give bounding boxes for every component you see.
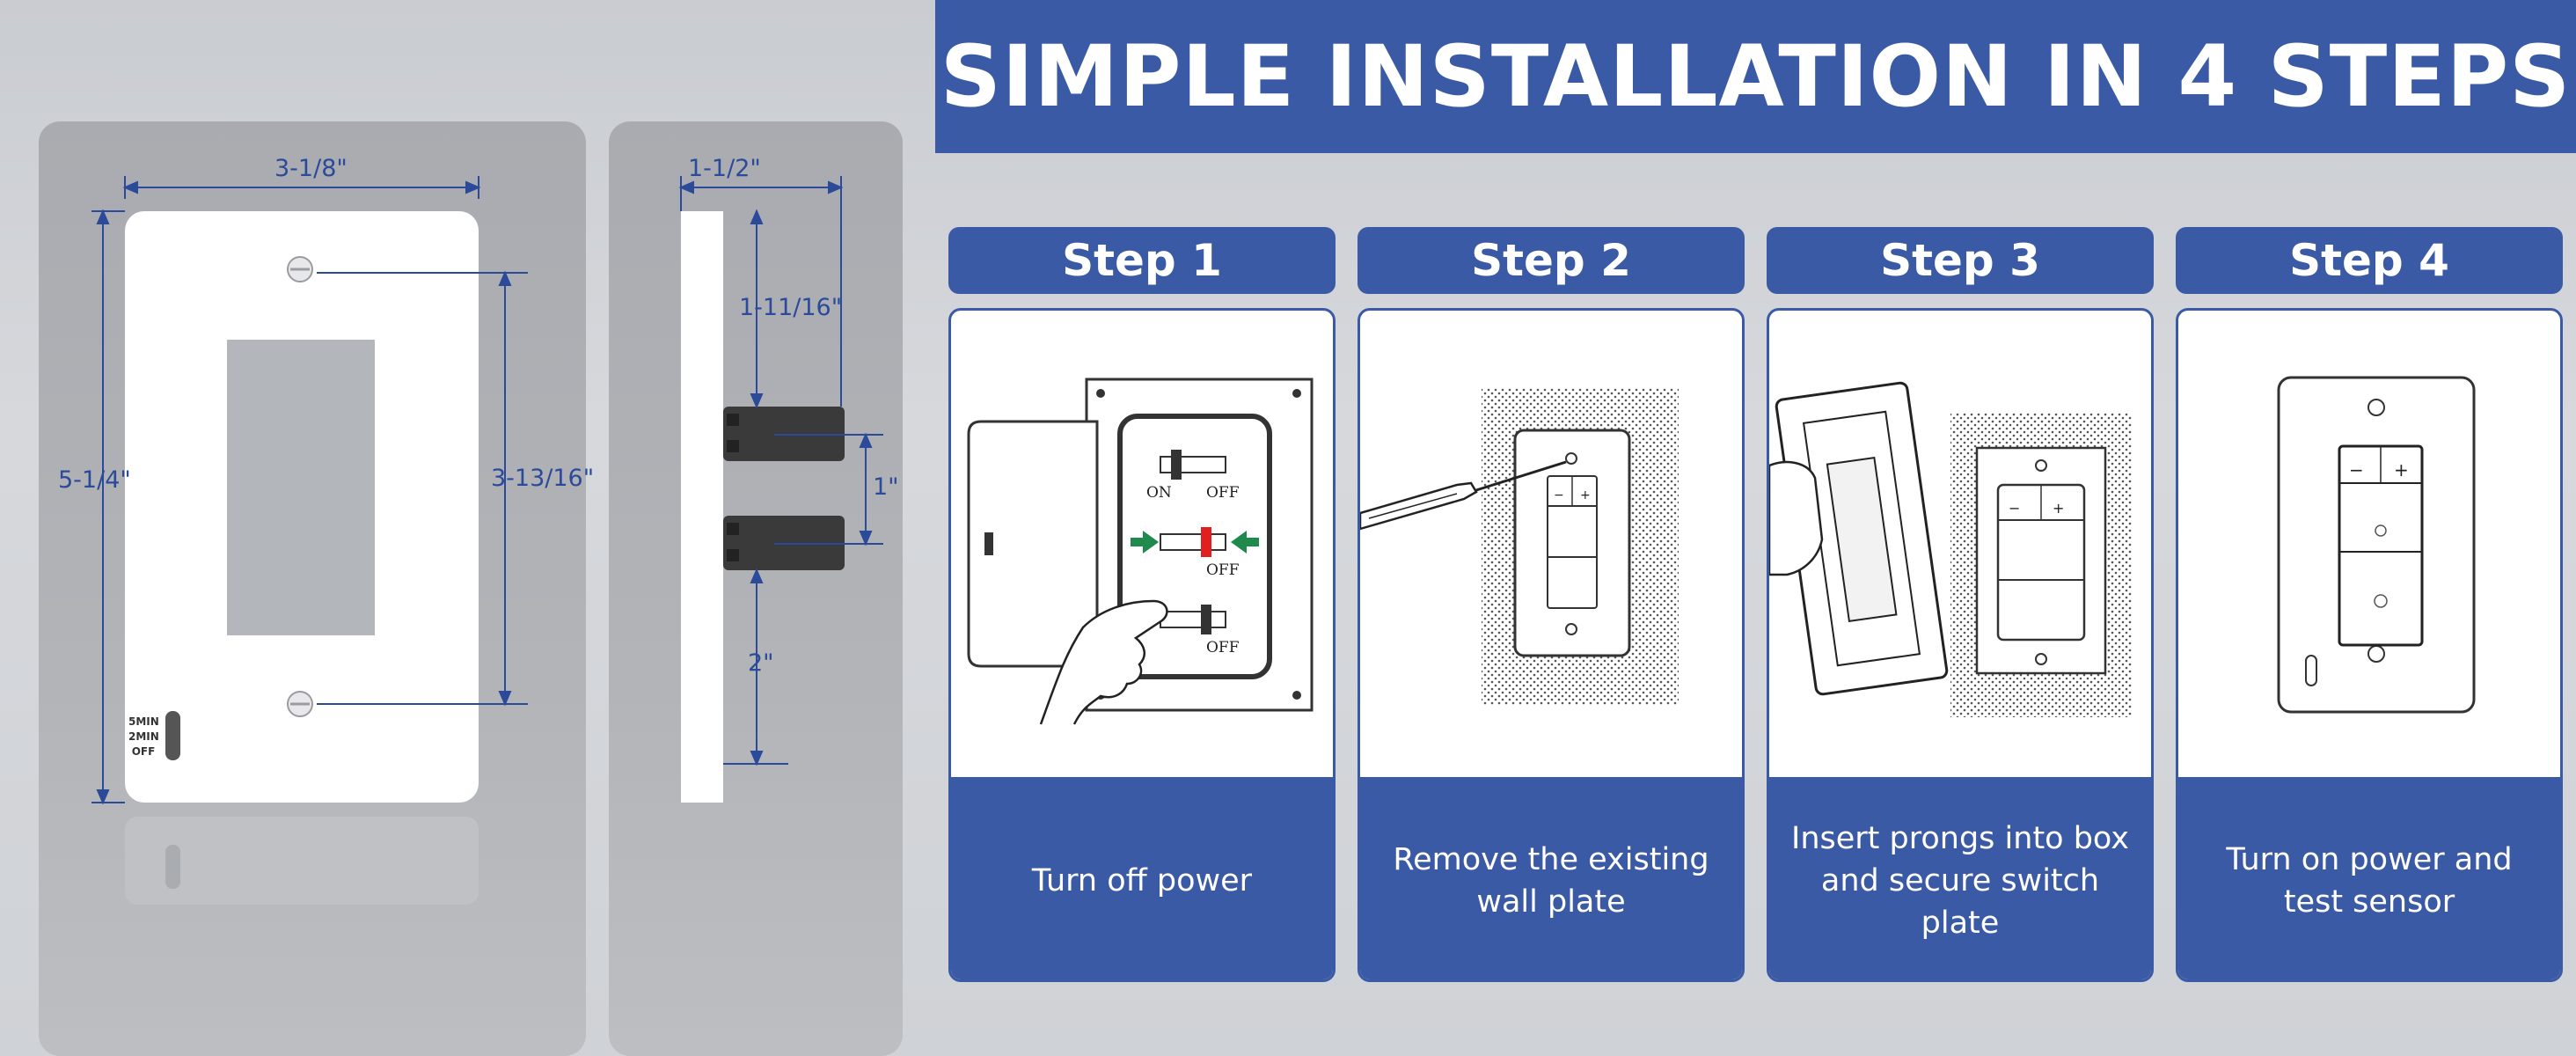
screwdriver-shaft bbox=[1475, 460, 1567, 492]
installed-switch-illustration: − + bbox=[2277, 376, 2476, 714]
top-screw-icon bbox=[287, 256, 313, 282]
plate-opening bbox=[227, 340, 375, 635]
bottom-to-strap-label: 2" bbox=[748, 649, 774, 677]
page-title: SIMPLE INSTALLATION IN 4 STEPS bbox=[940, 27, 2572, 126]
fan-icon bbox=[2374, 594, 2388, 608]
dimension-drawing bbox=[91, 176, 883, 905]
step-4-caption: Turn on power and test sensor bbox=[2178, 777, 2560, 979]
step-2-card: − + Remove the existing wall plate bbox=[1358, 308, 1745, 982]
side-wall-plate bbox=[681, 211, 723, 803]
timer-switch-labels: 5MIN 2MIN OFF bbox=[128, 715, 159, 758]
step-1-caption: Turn off power bbox=[951, 777, 1333, 979]
step-3-caption: Insert prongs into box and secure switch… bbox=[1769, 777, 2151, 979]
svg-text:OFF: OFF bbox=[1206, 639, 1240, 656]
front-width-label: 3-1/8" bbox=[274, 155, 348, 182]
light-bulb-icon bbox=[2375, 524, 2387, 537]
top-to-strap-label: 1-11/16" bbox=[739, 294, 843, 321]
step-2-tab: Step 2 bbox=[1358, 227, 1745, 294]
svg-text:−: − bbox=[2009, 500, 2020, 517]
screw-spacing-label: 3-13/16" bbox=[491, 465, 595, 492]
step-1: Step 1 ON OFF OFF OFF Turn off power bbox=[948, 227, 1336, 982]
svg-text:+: + bbox=[2053, 500, 2064, 517]
side-depth-label: 1-1/2" bbox=[688, 155, 761, 182]
svg-text:OFF: OFF bbox=[1206, 561, 1240, 579]
timer-slider-switch bbox=[165, 711, 180, 760]
breaker-off-label-1: OFF bbox=[1206, 484, 1240, 502]
remove-plate-illustration: − + bbox=[1360, 388, 1679, 705]
step-4-card: − + Turn on power and test sensor bbox=[2176, 308, 2563, 982]
breaker-on-label: ON bbox=[1146, 484, 1172, 502]
green-arrow-left bbox=[1131, 531, 1159, 554]
breaker-panel-illustration: ON OFF OFF OFF bbox=[967, 378, 1314, 725]
header-banner: SIMPLE INSTALLATION IN 4 STEPS bbox=[935, 0, 2576, 153]
timer-slider bbox=[2305, 655, 2317, 686]
step-3-card: − + Insert prongs into box and secure sw… bbox=[1767, 308, 2154, 982]
step-3: Step 3 − + Insert prongs into box and se… bbox=[1767, 227, 2154, 982]
step-2: Step 2 − + Remove the existing wall plat… bbox=[1358, 227, 1745, 982]
step-1-tab: Step 1 bbox=[948, 227, 1336, 294]
bottom-screw-icon bbox=[287, 691, 313, 717]
minus-icon: − bbox=[2349, 459, 2364, 480]
screwdriver-handle bbox=[1360, 481, 1478, 531]
step-4: Step 4 − + Turn on power and test sensor bbox=[2176, 227, 2563, 982]
step-4-tab: Step 4 bbox=[2176, 227, 2563, 294]
svg-text:+: + bbox=[1580, 488, 1591, 502]
step-3-tab: Step 3 bbox=[1767, 227, 2154, 294]
green-arrow-right bbox=[1231, 531, 1259, 554]
red-breaker-switch bbox=[1201, 527, 1211, 557]
front-height-label: 5-1/4" bbox=[58, 466, 131, 494]
step-2-caption: Remove the existing wall plate bbox=[1360, 777, 1742, 979]
svg-text:−: − bbox=[1554, 488, 1564, 502]
step-1-card: ON OFF OFF OFF Turn off power bbox=[948, 308, 1336, 982]
strap-gap-label: 1" bbox=[873, 473, 899, 501]
plate-reflection bbox=[125, 817, 479, 905]
plus-icon: + bbox=[2394, 459, 2409, 480]
hand-illustration bbox=[1769, 460, 1824, 576]
insert-switch-illustration: − + bbox=[1769, 381, 2132, 717]
hand-illustration bbox=[1039, 599, 1168, 725]
